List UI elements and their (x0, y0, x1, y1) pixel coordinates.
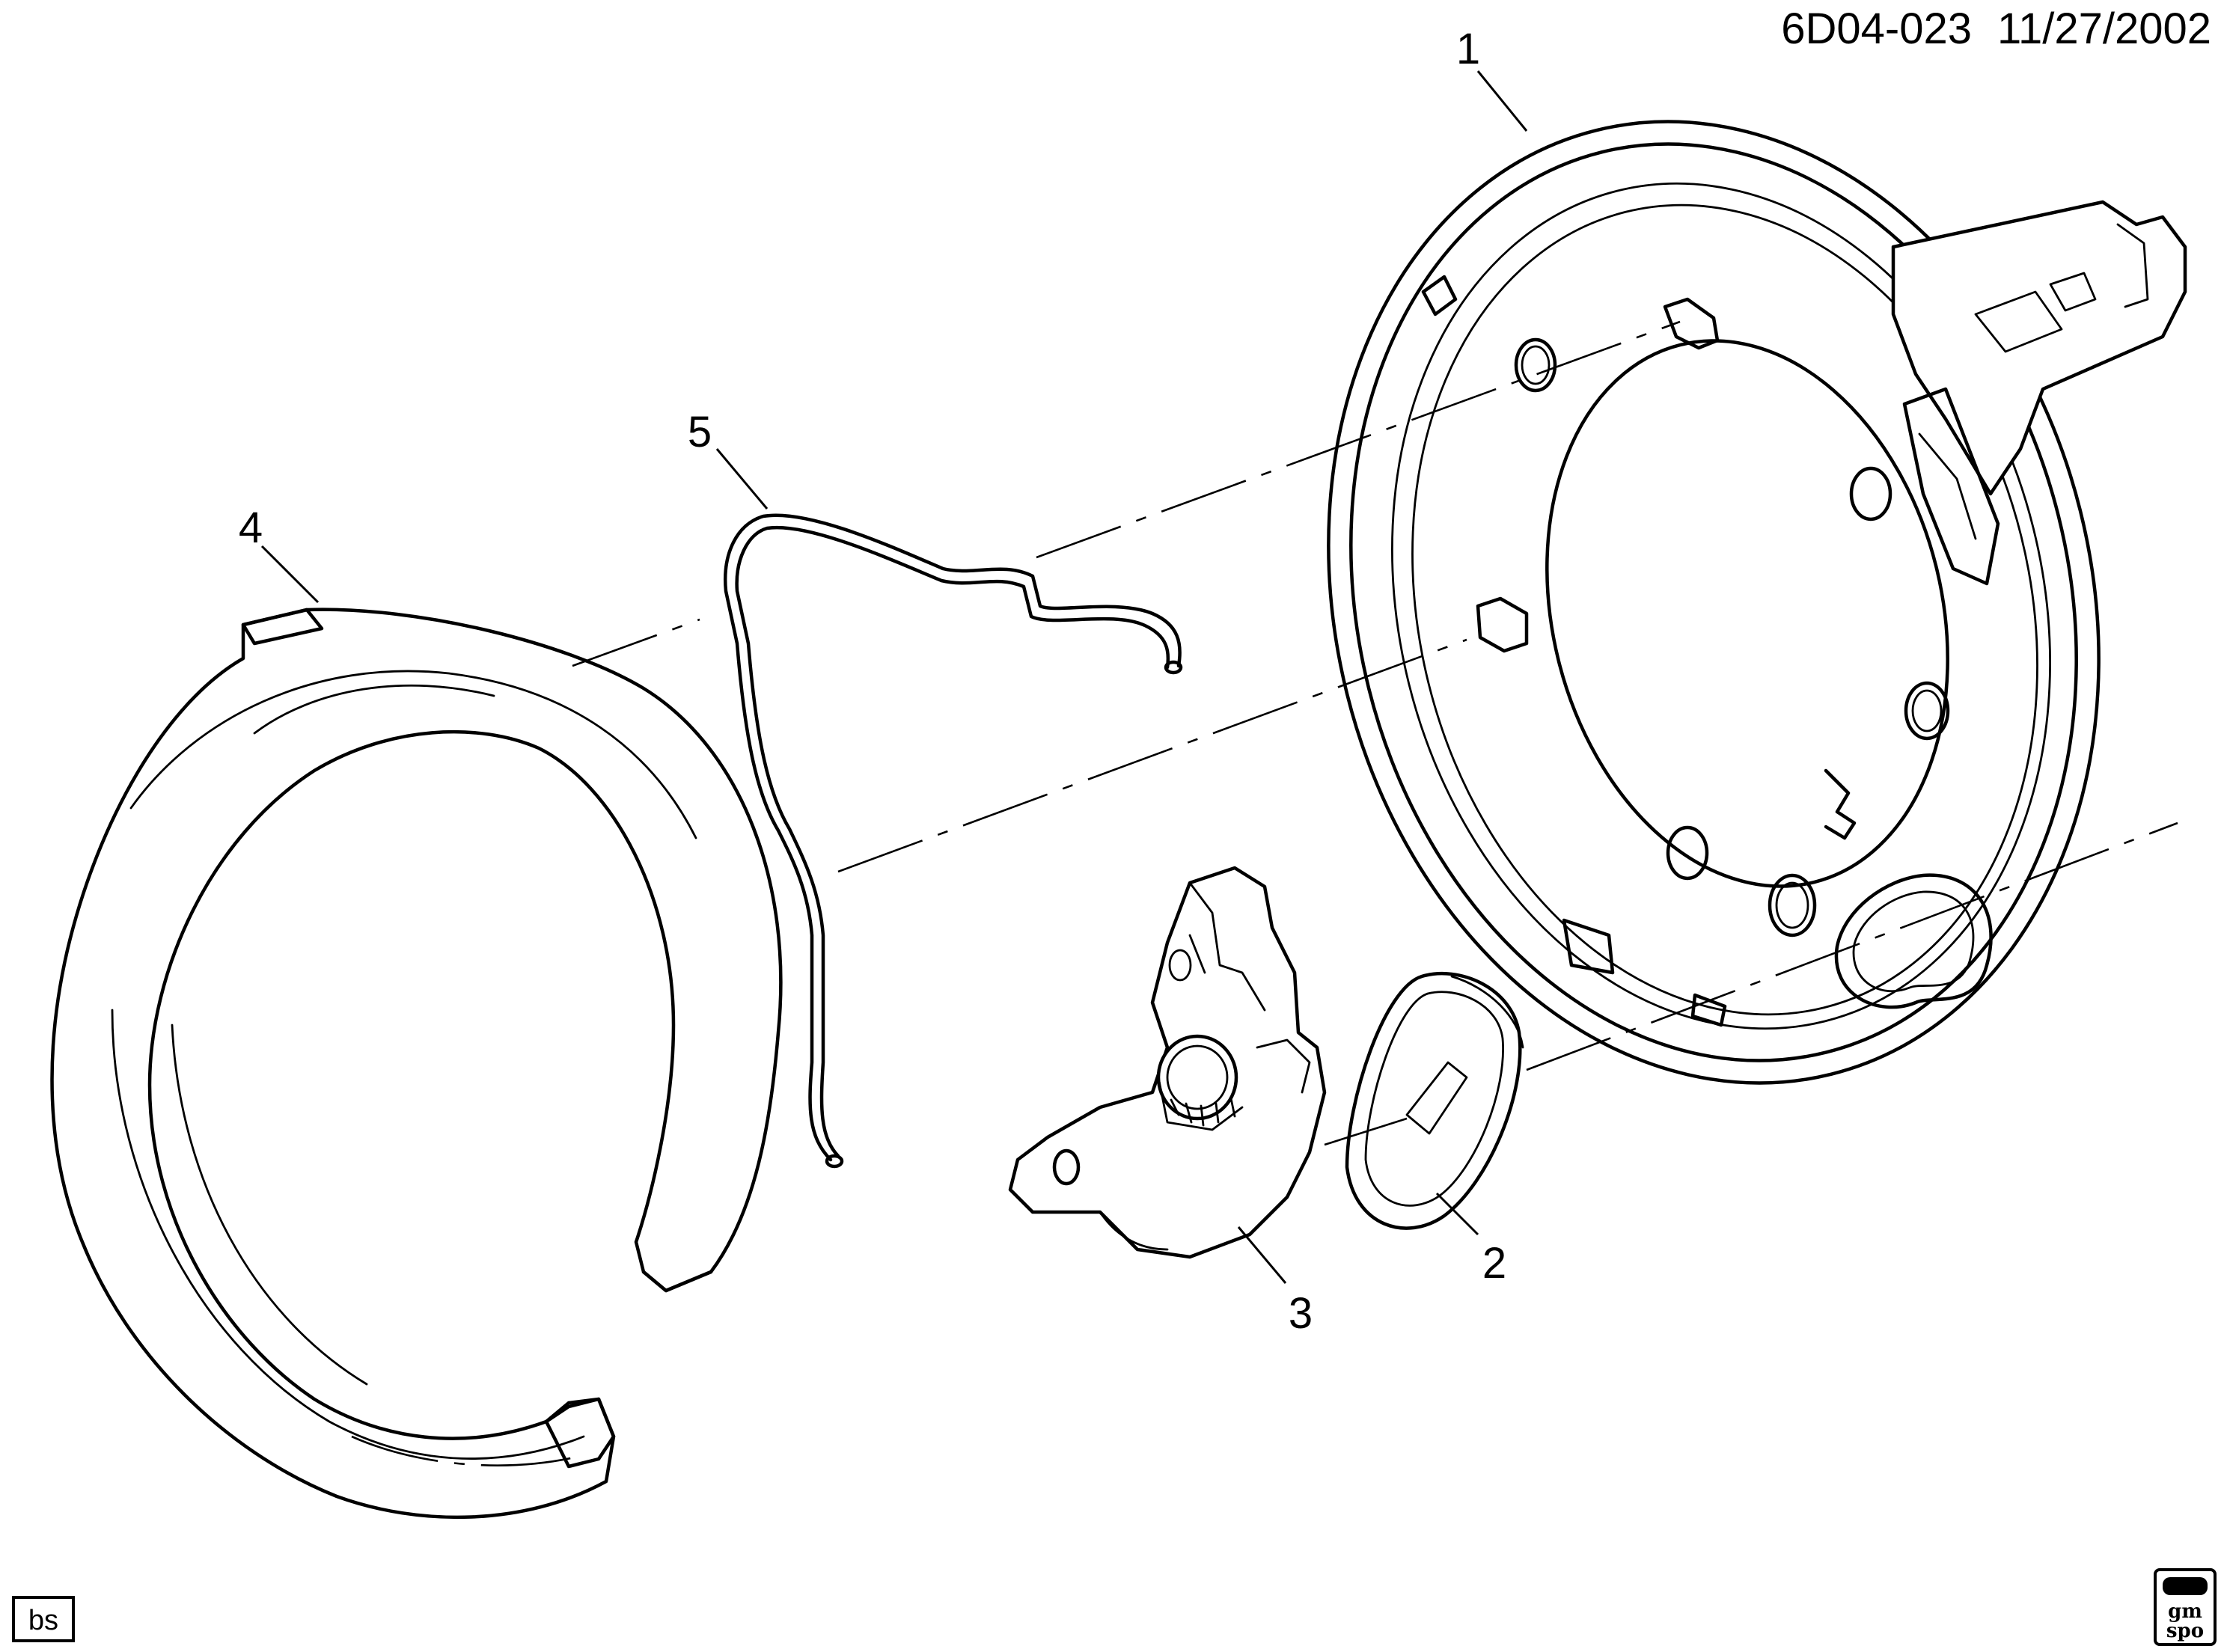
spring-wire[interactable] (724, 513, 1183, 1169)
logo-text-spo: spo (2166, 1620, 2204, 1642)
alignment-line-plug (1526, 822, 2178, 1071)
adjuster-assembly[interactable] (1008, 866, 1327, 1259)
leader-1 (1476, 70, 1528, 132)
callout-4[interactable]: 4 (239, 504, 263, 552)
leader-3 (1237, 1226, 1287, 1284)
callout-1[interactable]: 1 (1456, 25, 1480, 73)
diagram-code: 6D04-023 (1781, 4, 1972, 53)
alignment-line-adjuster (1324, 1117, 1408, 1146)
leader-2 (1435, 1192, 1479, 1236)
leader-5 (715, 448, 769, 510)
alignment-line-wire-mid (837, 638, 1467, 873)
alignment-line-wire-top (1036, 320, 1681, 559)
gm-spo-logo: gm spo (2154, 1568, 2217, 1646)
diagram-header: 6D04-023 11/27/2002 (1781, 4, 2211, 53)
leader-4 (260, 545, 320, 604)
diagram-date: 11/27/2002 (1997, 4, 2211, 53)
alignment-line-shoe (572, 618, 700, 667)
callout-2[interactable]: 2 (1482, 1239, 1506, 1288)
backing-plate[interactable] (1229, 39, 2198, 1166)
callout-5[interactable]: 5 (688, 408, 712, 456)
bs-badge: bs (12, 1596, 75, 1642)
brake-shoe[interactable] (50, 608, 783, 1520)
callout-3[interactable]: 3 (1289, 1289, 1313, 1338)
logo-text-gm: gm (2168, 1600, 2202, 1623)
bs-badge-text: bs (28, 1605, 58, 1636)
access-plug[interactable] (1345, 972, 1524, 1230)
